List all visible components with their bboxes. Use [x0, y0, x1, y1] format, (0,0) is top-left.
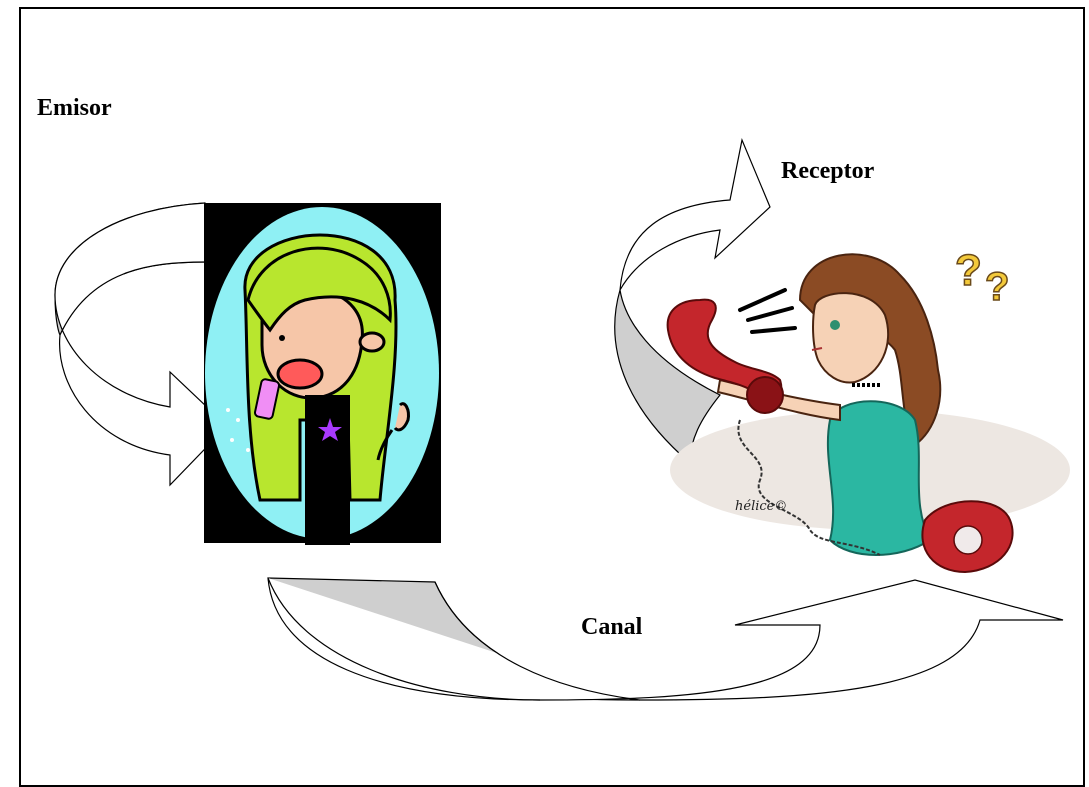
svg-text:?: ?	[955, 246, 982, 295]
svg-text:?: ?	[985, 265, 1009, 309]
receiver-illustration: ? ? hélice©	[668, 246, 1070, 572]
channel-curved-arrow	[268, 578, 1063, 700]
receptor-label: Receptor	[781, 158, 874, 185]
signature-text: hélice©	[735, 499, 787, 514]
sender-illustration	[204, 203, 441, 545]
sender-curved-arrow	[55, 203, 227, 485]
emisor-label: Emisor	[37, 95, 112, 122]
canal-label: Canal	[581, 614, 642, 641]
